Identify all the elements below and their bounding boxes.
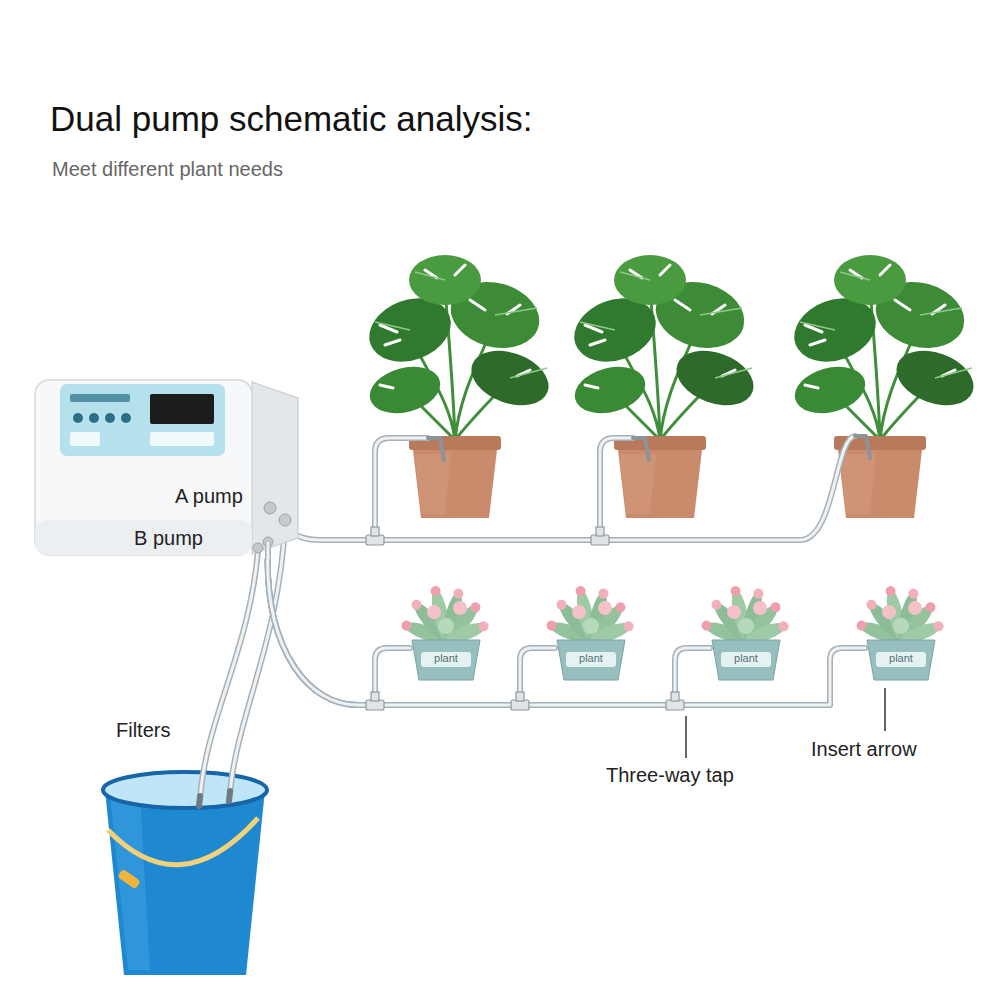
drawing-part <box>270 436 855 540</box>
pump-label: A pump <box>175 484 243 508</box>
drawing-part <box>867 640 935 680</box>
pot-label: plant <box>889 652 913 665</box>
a-pump-tubing <box>270 436 870 540</box>
drawing-part <box>264 502 276 514</box>
drawing-part <box>35 520 252 555</box>
suction-tubes <box>199 522 285 806</box>
drawing-part <box>35 380 252 555</box>
plant-pot: plant <box>410 638 482 682</box>
drawing-part <box>117 869 141 890</box>
drawing-part <box>721 652 771 667</box>
drawing-part <box>60 384 225 456</box>
pot-label: plant <box>579 652 603 665</box>
water-tube <box>268 560 710 705</box>
drawing-part <box>108 818 258 865</box>
drawing-part <box>876 652 926 667</box>
drawing-part <box>200 550 258 800</box>
drawing-part <box>671 692 679 701</box>
drawing-part <box>785 255 981 518</box>
drawing-part <box>371 527 379 536</box>
drawing-part <box>150 432 214 446</box>
tube-wall <box>268 560 410 705</box>
plant-pot: plant <box>710 638 782 682</box>
drawing-part <box>854 585 945 647</box>
drawing-part <box>516 692 524 701</box>
drawing-part <box>121 413 131 423</box>
plant-pot: plant <box>555 638 627 682</box>
water-tube <box>268 560 865 705</box>
drawing-part <box>360 255 556 518</box>
drawing-part <box>712 640 780 680</box>
part-label: Three-way tap <box>606 763 734 787</box>
drawing-part <box>600 438 633 540</box>
drawing-part <box>103 772 267 808</box>
drawing-part <box>596 527 604 536</box>
drawing-part <box>267 542 270 560</box>
drawing-part <box>566 652 616 667</box>
drawing-part <box>375 438 428 540</box>
drawing-part <box>253 543 263 553</box>
drawing-part <box>199 791 230 806</box>
tube-core <box>268 560 710 705</box>
water-tube <box>268 560 410 705</box>
drawing-part <box>73 413 83 423</box>
pump-label: B pump <box>134 526 203 550</box>
drawing-part <box>89 413 99 423</box>
drawing-part <box>375 438 428 540</box>
drawing-part <box>265 542 271 560</box>
drawing-part <box>110 795 150 970</box>
tube-core <box>268 560 865 705</box>
drawing-part <box>685 716 687 758</box>
drawing-part <box>230 522 285 795</box>
drawing-part <box>252 382 298 554</box>
drawing-part <box>200 550 258 800</box>
drawing-part <box>565 255 761 518</box>
drawing-part <box>544 585 635 647</box>
pot-label: plant <box>734 652 758 665</box>
drawing-part <box>105 413 115 423</box>
drawing-part <box>270 436 855 540</box>
drawing-part <box>230 522 285 795</box>
drawing-part <box>428 436 870 460</box>
drawing-part <box>70 432 100 446</box>
drawing-part <box>699 585 790 647</box>
tube-wall <box>268 560 710 705</box>
part-label: Insert arrow <box>811 737 917 761</box>
drawing-part <box>371 692 379 701</box>
succulent-plants <box>399 585 945 647</box>
tube-core <box>268 560 410 705</box>
subtitle: Meet different plant needs <box>52 157 283 181</box>
diagram-title: Dual pump schematic analysis: <box>50 98 532 140</box>
drawing-part <box>412 640 480 680</box>
drawing-part <box>70 394 130 402</box>
monstera-plants <box>360 255 981 518</box>
drawing-part <box>399 585 490 647</box>
drawing-part <box>105 790 265 975</box>
plant-pot: plant <box>865 638 937 682</box>
drawing-part <box>557 640 625 680</box>
pump-controller: A pump B pump <box>30 370 300 560</box>
part-label: Filters <box>116 718 170 742</box>
drawing-part <box>421 652 471 667</box>
water-bucket <box>103 772 267 975</box>
drawing-part <box>279 514 291 526</box>
pot-label: plant <box>434 652 458 665</box>
drawing-part <box>150 394 214 424</box>
drawing-part <box>366 527 684 710</box>
drawing-part <box>600 438 633 540</box>
drawing-part <box>884 688 886 731</box>
tube-wall <box>268 560 865 705</box>
